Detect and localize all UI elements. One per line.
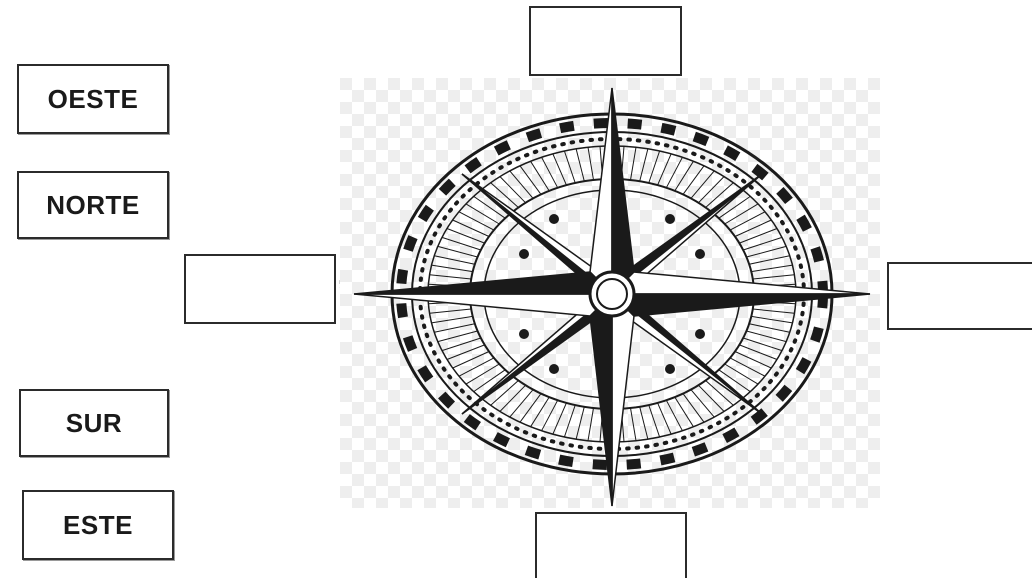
word-card-oeste[interactable]: OESTE xyxy=(17,64,169,134)
compass-rose-image xyxy=(340,78,880,518)
word-card-este[interactable]: ESTE xyxy=(22,490,174,560)
answer-box-bottom[interactable] xyxy=(535,512,687,578)
answer-box-top[interactable] xyxy=(529,6,682,76)
hub-inner xyxy=(597,279,627,309)
answer-box-left[interactable] xyxy=(184,254,336,324)
answer-box-right[interactable] xyxy=(887,262,1032,330)
word-card-sur[interactable]: SUR xyxy=(19,389,169,457)
word-card-norte[interactable]: NORTE xyxy=(17,171,169,239)
